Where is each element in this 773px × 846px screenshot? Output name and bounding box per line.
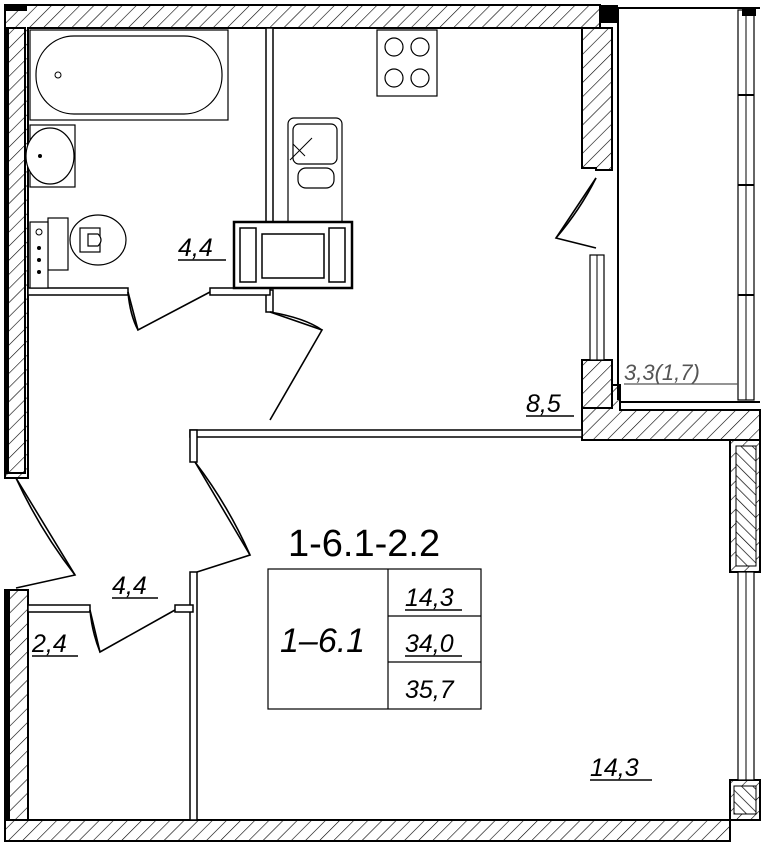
wall-bottom xyxy=(4,819,731,842)
wall-living-right-low-brick xyxy=(733,785,757,815)
wall-left-cap xyxy=(5,28,9,473)
living-room-area-label: 14,3 xyxy=(590,754,639,782)
wall-left-solid xyxy=(5,5,27,11)
apartment-code: 1-6.1-2.2 xyxy=(288,523,440,565)
loggia-area-label: 3,3(1,7) xyxy=(624,360,700,385)
hall-area-label: 4,4 xyxy=(112,572,147,600)
wall-living-right-brick xyxy=(735,445,757,567)
wall-kitchen-right xyxy=(581,27,613,171)
doors xyxy=(15,177,597,654)
area-labels: 4,4 8,5 3,3(1,7) 4,4 2,4 14,3 xyxy=(31,234,738,782)
wall-kitchen-right-lower xyxy=(581,359,613,409)
wall-lower-left-solid xyxy=(5,590,10,820)
kitchen-area-label: 8,5 xyxy=(526,390,561,418)
windows xyxy=(589,9,755,781)
ventilation-shaft-icon xyxy=(232,220,354,290)
toilet-icon xyxy=(47,214,127,271)
apartment-type-code: 1–6.1 xyxy=(280,622,365,660)
wall-top-end xyxy=(600,5,618,23)
exterior-walls xyxy=(4,4,761,842)
interior-walls xyxy=(27,27,583,821)
kitchen-sink-icon xyxy=(287,117,343,229)
info-table xyxy=(267,568,482,710)
stove-icon xyxy=(376,29,438,97)
boiler-icon xyxy=(29,221,49,289)
storage-area-label: 2,4 xyxy=(31,630,67,658)
bathroom-area-label: 4,4 xyxy=(178,234,213,262)
area-total-value: 34,0 xyxy=(405,630,454,658)
fixtures xyxy=(25,29,438,290)
area-living-value: 14,3 xyxy=(405,584,454,612)
area-total-with-loggia-value: 35,7 xyxy=(405,676,455,704)
apartment-info: 1-6.1-2.2 1–6.1 14,3 34,0 35,7 xyxy=(267,523,482,710)
loggia xyxy=(612,7,760,403)
wall-loggia-bottom xyxy=(581,384,761,441)
